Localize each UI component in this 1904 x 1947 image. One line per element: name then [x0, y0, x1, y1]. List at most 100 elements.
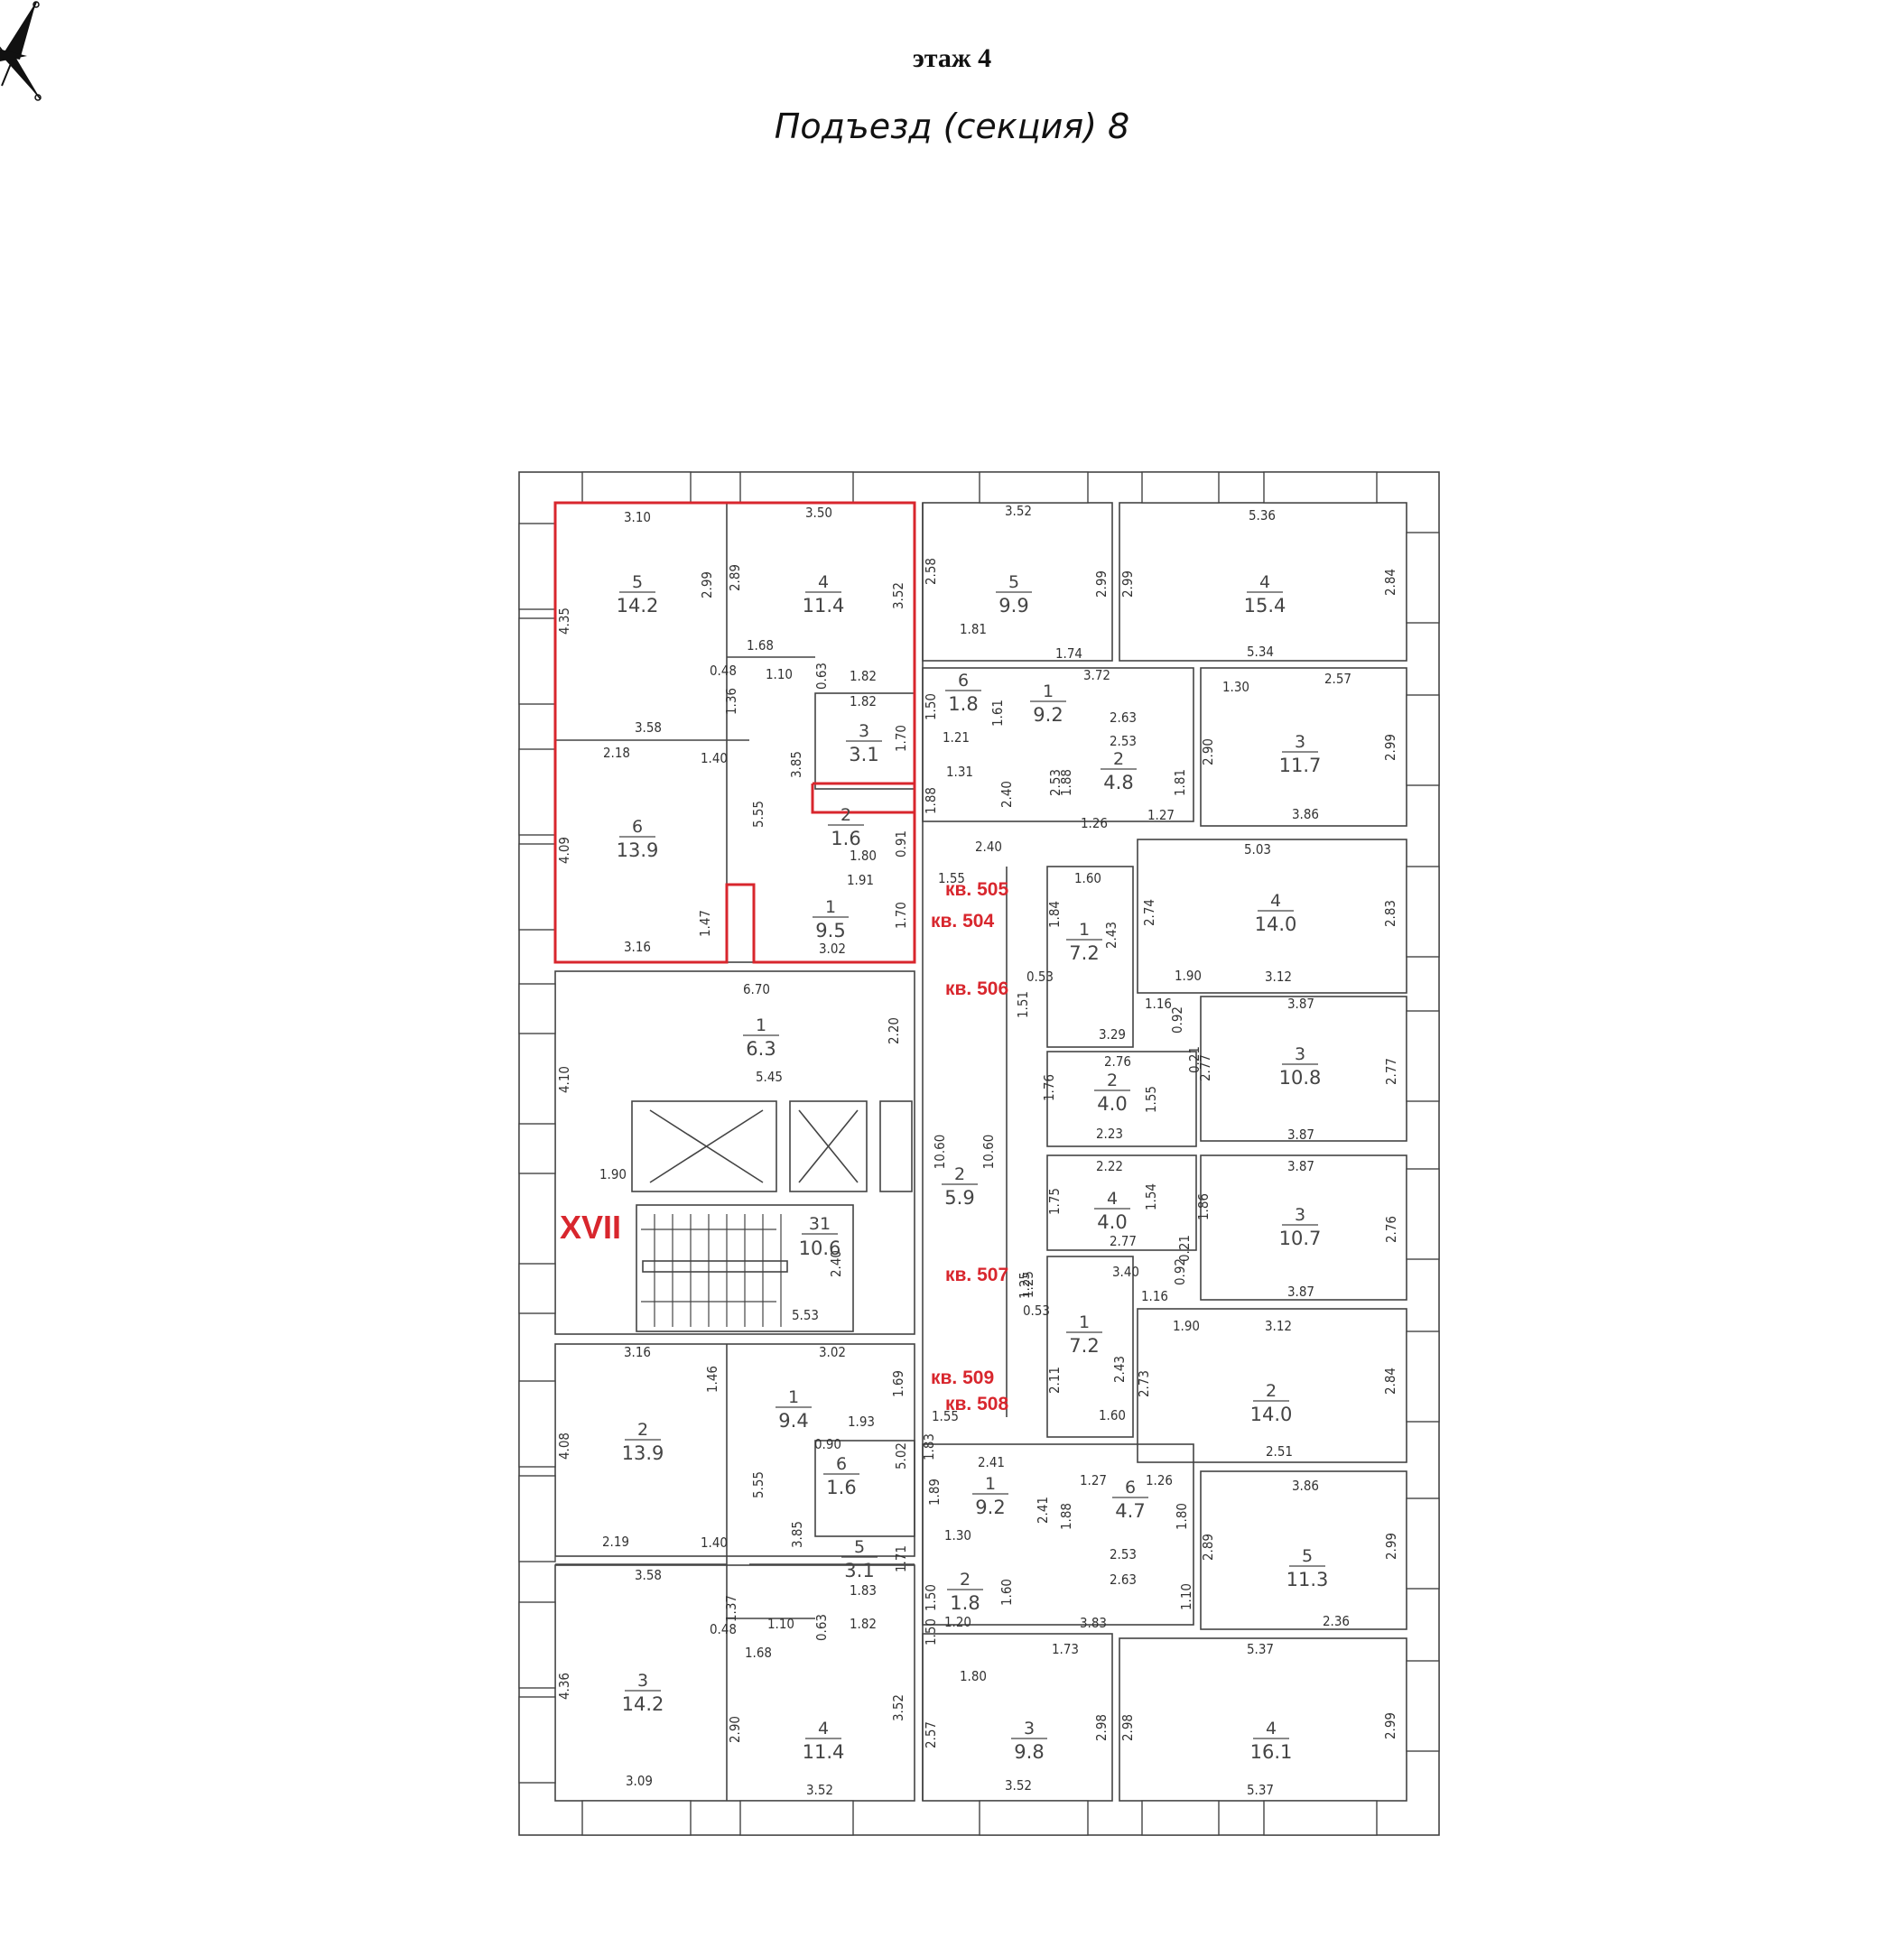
room-area: 14.2 [622, 1693, 664, 1715]
room-area: 13.9 [622, 1442, 664, 1464]
stair-room-area: 10.6 [799, 1238, 841, 1259]
room-number: 6 [958, 671, 969, 691]
building-walls [518, 471, 1440, 1836]
room-area: 3.1 [844, 1560, 874, 1581]
room-label: 16.3 [743, 1015, 779, 1060]
dimension-label: 2.23 [1096, 1126, 1123, 1142]
apartment-label: кв. 508 [945, 1394, 1008, 1414]
dimension-label: 5.02 [893, 1442, 909, 1470]
dimension-label: 1.50 [923, 1618, 939, 1646]
stair-label: XVII [560, 1209, 621, 1246]
dimension-label: 1.80 [850, 848, 877, 864]
dimension-label: 2.22 [1096, 1158, 1123, 1174]
room-area: 9.2 [1033, 704, 1063, 726]
dimension-label: 1.60 [1099, 1407, 1126, 1423]
room-area: 14.2 [617, 595, 659, 617]
dimension-label: 2.20 [886, 1017, 902, 1044]
apartment-label: кв. 509 [931, 1368, 994, 1388]
dimension-label: 1.27 [1147, 807, 1175, 823]
dimension-label: 2.99 [1383, 1533, 1399, 1560]
dimension-label: 3.85 [789, 1521, 805, 1548]
dimension-label: 2.51 [1266, 1443, 1293, 1460]
dimension-label: 1.71 [893, 1545, 909, 1572]
dimension-label: 2.63 [1110, 1572, 1137, 1588]
dimension-label: 1.75 [1046, 1188, 1063, 1215]
dimension-label: 1.91 [847, 872, 874, 888]
dimension-label: 1.26 [1146, 1472, 1173, 1488]
room-label: 310.7 [1279, 1205, 1322, 1249]
dimension-label: 2.76 [1383, 1216, 1399, 1243]
room-number: 1 [985, 1474, 996, 1494]
room-label: 311.7 [1279, 732, 1322, 776]
dimension-label: 1.88 [1058, 769, 1074, 796]
stair-room-number: 31 [809, 1214, 831, 1234]
room-label: 514.2 [617, 572, 659, 617]
dimension-label: 2.63 [1110, 709, 1137, 726]
room-area: 10.7 [1279, 1228, 1322, 1249]
dimension-label: 1.16 [1145, 996, 1172, 1012]
dimension-label: 1.68 [747, 637, 774, 654]
room-number: 4 [1270, 891, 1281, 911]
dimension-label: 2.74 [1141, 899, 1157, 926]
room-area: 6.3 [746, 1038, 776, 1060]
dimension-label: 10.60 [980, 1135, 997, 1170]
dimension-label: 3.16 [624, 939, 651, 955]
stair-room-label: 31 10.6 [799, 1214, 841, 1259]
dimension-label: 5.03 [1244, 841, 1271, 858]
dimension-label: 3.02 [819, 1344, 846, 1360]
dimension-label: 1.73 [1052, 1641, 1079, 1657]
room-label: 44.0 [1094, 1189, 1130, 1233]
room-area: 1.8 [948, 693, 978, 715]
dimension-label: 10.60 [932, 1135, 948, 1170]
dimension-label: 2.84 [1382, 1368, 1398, 1395]
room-label: 314.2 [622, 1671, 664, 1715]
dimension-label: 1.10 [767, 1616, 794, 1632]
room-label: 19.5 [813, 897, 849, 941]
dimension-label: 3.86 [1292, 1478, 1319, 1494]
dimension-label: 1.21 [943, 729, 970, 746]
dimension-label: 1.36 [723, 688, 739, 715]
room-number: 1 [1079, 1312, 1090, 1332]
room-number: 5 [854, 1537, 865, 1557]
room-area: 14.0 [1250, 1404, 1293, 1425]
room-number: 2 [841, 805, 851, 825]
dimension-label: 2.77 [1383, 1058, 1399, 1085]
dimension-label: 2.41 [1035, 1497, 1051, 1524]
dimension-label: 2.99 [1119, 570, 1136, 598]
dimension-label: 1.31 [946, 764, 973, 780]
dimension-label: 0.53 [1023, 1303, 1050, 1319]
dimension-label: 5.34 [1247, 644, 1274, 660]
dimension-label: 1.76 [1041, 1074, 1057, 1101]
dimension-label: 3.16 [624, 1344, 651, 1360]
dimension-label: 1.25 [1017, 1272, 1033, 1299]
dimension-label: 4.36 [556, 1673, 572, 1700]
dimension-label: 2.98 [1119, 1714, 1136, 1741]
dimension-label: 2.89 [727, 564, 743, 591]
dimension-label: 2.98 [1093, 1714, 1110, 1741]
dimension-label: 1.86 [1195, 1193, 1212, 1220]
dimension-label: 1.90 [1173, 1318, 1200, 1334]
room-label: 64.7 [1112, 1478, 1148, 1522]
dimension-label: 1.20 [944, 1614, 971, 1630]
apartment-label: кв. 505 [945, 879, 1008, 900]
dimension-label: 3.02 [819, 941, 846, 957]
room-number: 4 [818, 572, 829, 592]
dimension-label: 5.36 [1249, 507, 1276, 524]
dimension-label: 2.99 [699, 571, 715, 598]
room-label: 414.0 [1255, 891, 1297, 935]
dimension-label: 0.53 [1026, 969, 1054, 985]
room-area: 7.2 [1069, 1335, 1099, 1357]
dimension-label: 2.99 [1093, 570, 1110, 598]
room-label: 39.8 [1011, 1719, 1047, 1763]
room-label: 416.1 [1250, 1719, 1293, 1763]
dimension-label: 2.58 [923, 558, 939, 585]
dimension-label: 1.30 [1222, 679, 1249, 695]
dimension-label: 1.55 [938, 870, 965, 886]
dimension-label: 2.76 [1104, 1053, 1131, 1070]
dimension-label: 5.55 [750, 801, 766, 828]
room-area: 14.0 [1255, 913, 1297, 935]
dimension-label: 5.37 [1247, 1641, 1274, 1657]
dimension-label: 2.83 [1382, 900, 1398, 927]
dimension-label: 0.92 [1169, 1006, 1185, 1034]
